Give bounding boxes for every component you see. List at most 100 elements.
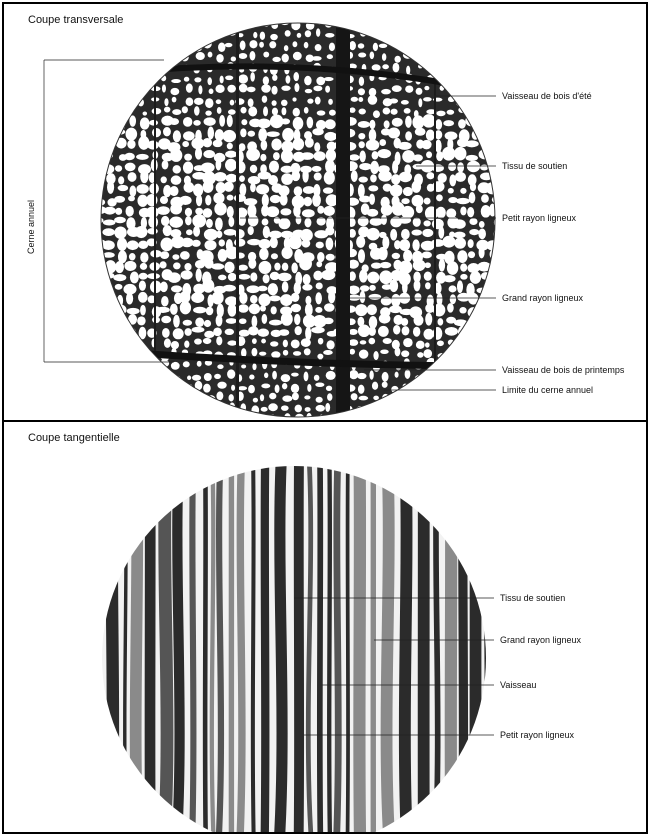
vessel-cell <box>98 348 105 356</box>
vessel-cell <box>293 138 305 151</box>
vessel-cell <box>93 281 106 294</box>
vessel-cell <box>391 109 398 115</box>
vessel-cell <box>443 120 454 126</box>
fiber-strand <box>105 452 119 834</box>
vessel-cell <box>401 31 409 41</box>
vessel-cell <box>240 41 246 51</box>
vessel-cell <box>259 42 264 48</box>
vessel-cell <box>381 89 391 94</box>
vessel-cell <box>449 351 458 358</box>
vessel-cell <box>258 239 270 249</box>
vessel-cell <box>269 295 281 301</box>
vessel-cell <box>468 239 474 248</box>
vessel-cell <box>326 386 332 391</box>
vessel-cell <box>130 360 138 366</box>
vessel-cell <box>493 350 500 356</box>
vessel-cell <box>109 358 114 368</box>
vessel-cell <box>305 89 313 93</box>
vessel-cell <box>316 242 324 249</box>
vessel-cell <box>317 217 326 225</box>
vessel-cell <box>196 403 202 411</box>
vessel-cell <box>416 341 425 349</box>
vessel-cell <box>326 254 335 261</box>
vessel-cell <box>490 269 498 283</box>
vessel-cell <box>456 383 464 389</box>
vessel-cell <box>170 186 179 196</box>
vessel-cell <box>135 226 147 238</box>
vessel-cell <box>152 316 160 323</box>
vessel-cell <box>383 338 392 344</box>
vessel-cell <box>392 253 400 259</box>
vessel-cell <box>321 270 335 280</box>
vessel-cell <box>229 394 234 401</box>
vessel-cell <box>241 364 246 368</box>
vessel-cell <box>373 110 380 118</box>
vessel-cell <box>447 110 455 115</box>
vessel-cell <box>116 328 125 336</box>
vessel-cell <box>413 327 420 337</box>
vessel-cell <box>325 403 330 412</box>
vessel-cell <box>313 271 322 281</box>
vessel-cell <box>285 75 290 84</box>
vessel-cell <box>128 372 132 380</box>
vessel-cell <box>351 170 358 182</box>
label-small-ray-tan: Petit rayon ligneux <box>500 730 575 740</box>
vessel-cell <box>90 305 104 315</box>
vessel-cell <box>402 280 408 294</box>
vessel-cell <box>369 370 373 379</box>
vessel-cell <box>151 375 156 380</box>
vessel-cell <box>184 328 191 336</box>
vessel-cell <box>248 226 254 235</box>
vessel-cell <box>413 154 423 161</box>
vessel-cell <box>435 119 442 130</box>
vessel-cell <box>318 338 323 345</box>
vessel-cell <box>185 208 192 217</box>
fiber-strand <box>317 452 323 834</box>
vessel-cell <box>316 397 323 403</box>
vessel-cell <box>381 204 393 215</box>
vessel-cell <box>118 98 127 103</box>
vessel-cell <box>136 184 148 194</box>
vessel-cell <box>479 221 485 228</box>
vessel-cell <box>488 316 498 322</box>
vessel-cell <box>261 384 270 389</box>
vessel-cell <box>304 371 309 381</box>
vessel-cell <box>448 162 456 171</box>
label-ring-limit: Limite du cerne annuel <box>502 385 593 395</box>
vessel-cell <box>302 239 311 247</box>
vessel-cell <box>184 77 189 82</box>
vessel-cell <box>257 118 271 128</box>
vessel-cell <box>227 369 235 379</box>
vessel-cell <box>214 202 227 215</box>
vessel-cell <box>226 318 237 324</box>
vessel-cell <box>489 362 498 367</box>
vessel-cell <box>95 142 106 150</box>
vessel-cell <box>307 117 314 129</box>
vessel-cell <box>313 86 322 92</box>
vessel-cell <box>437 318 443 325</box>
fiber-strand <box>458 452 468 834</box>
vessel-cell <box>126 293 133 305</box>
vessel-cell <box>216 159 222 171</box>
vessel-cell <box>129 253 136 261</box>
vessel-cell <box>314 375 320 381</box>
vessel-cell <box>215 85 224 93</box>
vessel-cell <box>349 329 358 335</box>
vessel-cell <box>250 183 256 192</box>
vessel-cell <box>448 197 457 203</box>
vessel-cell <box>126 206 134 217</box>
vessel-cell <box>97 339 102 346</box>
vessel-cell <box>91 270 102 281</box>
vessel-cell <box>305 30 311 37</box>
vessel-cell <box>258 328 269 336</box>
vessel-cell <box>292 41 297 47</box>
vessel-cell <box>291 20 300 30</box>
vessel-cell <box>216 391 223 400</box>
vessel-cell <box>248 107 257 117</box>
vessel-cell <box>458 350 468 356</box>
vessel-cell <box>107 405 115 411</box>
vessel-cell <box>140 252 148 262</box>
vessel-cell <box>465 140 479 147</box>
vessel-cell <box>305 407 311 412</box>
vessel-cell <box>215 23 222 28</box>
